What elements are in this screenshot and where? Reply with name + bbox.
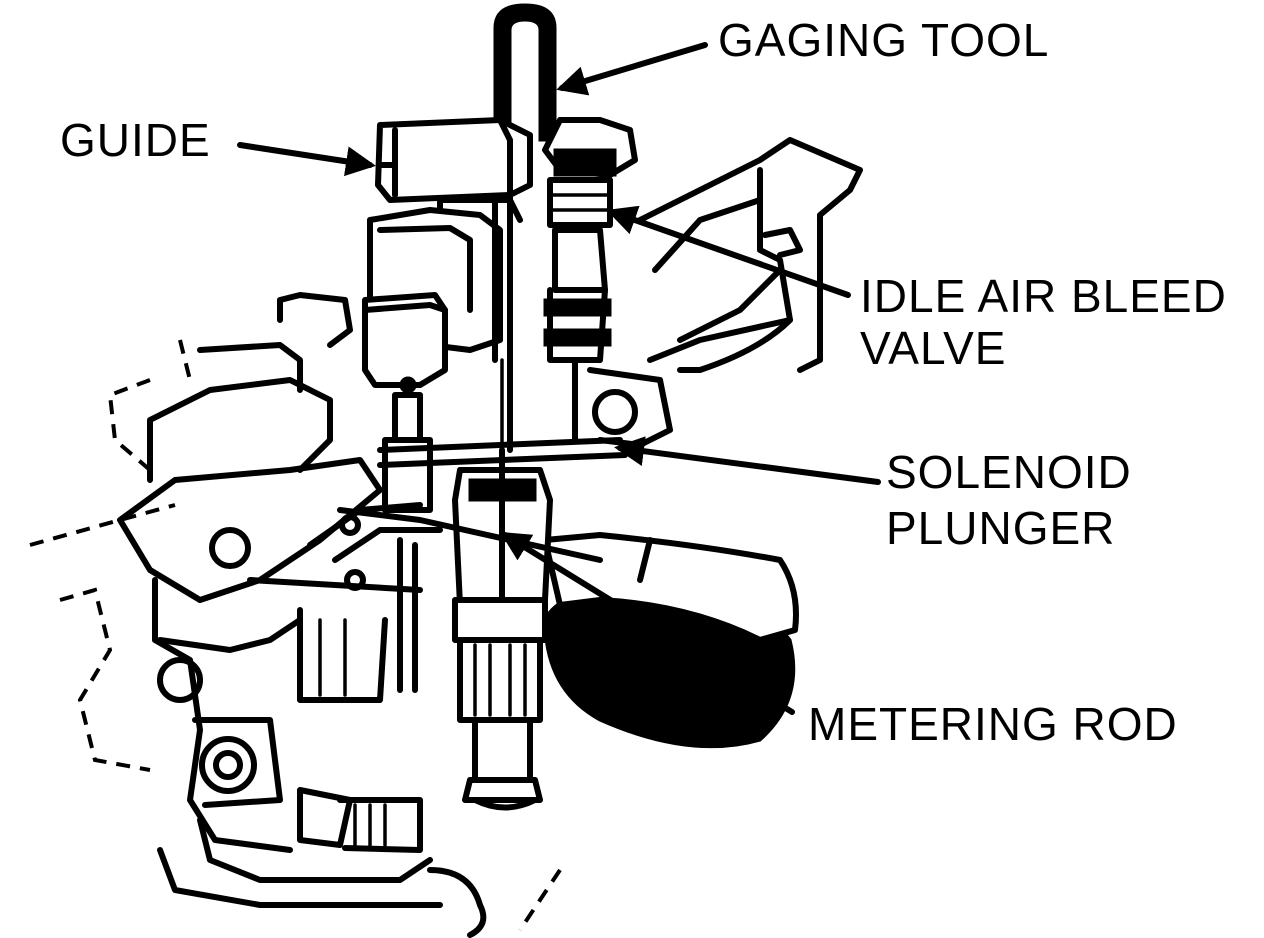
label-idle-air-bleed-valve-line2: VALVE — [860, 322, 1006, 374]
label-gaging-tool: GAGING TOOL — [718, 14, 1049, 66]
leader-idle-air-bleed-valve — [606, 205, 851, 298]
label-solenoid-plunger-line2: PLUNGER — [886, 502, 1115, 554]
label-idle-air-bleed-valve-line1: IDLE AIR BLEED — [860, 270, 1227, 322]
carburetor-body — [29, 137, 863, 938]
guide-block — [375, 117, 533, 203]
callout-labels: GAGING TOOL GUIDE IDLE AIR BLEED VALVE S… — [60, 14, 1227, 750]
label-guide: GUIDE — [60, 114, 211, 166]
leader-guide — [237, 142, 376, 177]
gaging-tool — [492, 3, 557, 502]
label-solenoid-plunger-line1: SOLENOID — [886, 446, 1132, 498]
leader-gaging-tool — [556, 42, 708, 96]
label-metering-rod: METERING ROD — [808, 698, 1178, 750]
leader-metering-rod — [499, 531, 795, 715]
leader-solenoid-plunger — [614, 436, 881, 485]
leader-lines — [237, 42, 881, 715]
metering-rod-assembly — [452, 447, 548, 811]
solenoid-housing — [362, 292, 628, 513]
